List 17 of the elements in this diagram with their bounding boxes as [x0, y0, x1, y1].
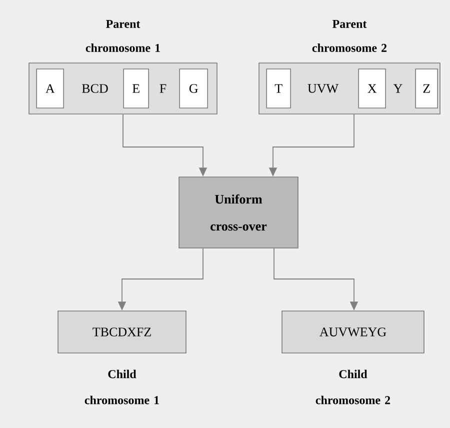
gene-box: A — [36, 68, 64, 108]
gene-box: E — [123, 68, 149, 108]
gene-label: UVW — [308, 84, 338, 93]
gene-label: BCD — [82, 84, 108, 93]
chromosome-heading: Parent chromosome 1 — [86, 20, 160, 52]
chromosome-caption: Child chromosome 2 — [316, 370, 390, 404]
gene-box: T — [266, 68, 291, 108]
chromosome-box: TBCDXFZ — [58, 310, 186, 354]
chromosome-box: AUVWEYG — [282, 310, 424, 354]
crossover-box: Uniform cross-over — [178, 176, 298, 248]
gene-label: Y — [393, 84, 402, 93]
gene-label: F — [160, 84, 166, 93]
chromosome-heading: Parent chromosome 2 — [312, 20, 387, 52]
gene-box: G — [179, 68, 208, 108]
chromosome-caption: Child chromosome 1 — [84, 370, 159, 404]
gene-box: X — [358, 68, 386, 108]
gene-box: Z — [415, 68, 438, 108]
